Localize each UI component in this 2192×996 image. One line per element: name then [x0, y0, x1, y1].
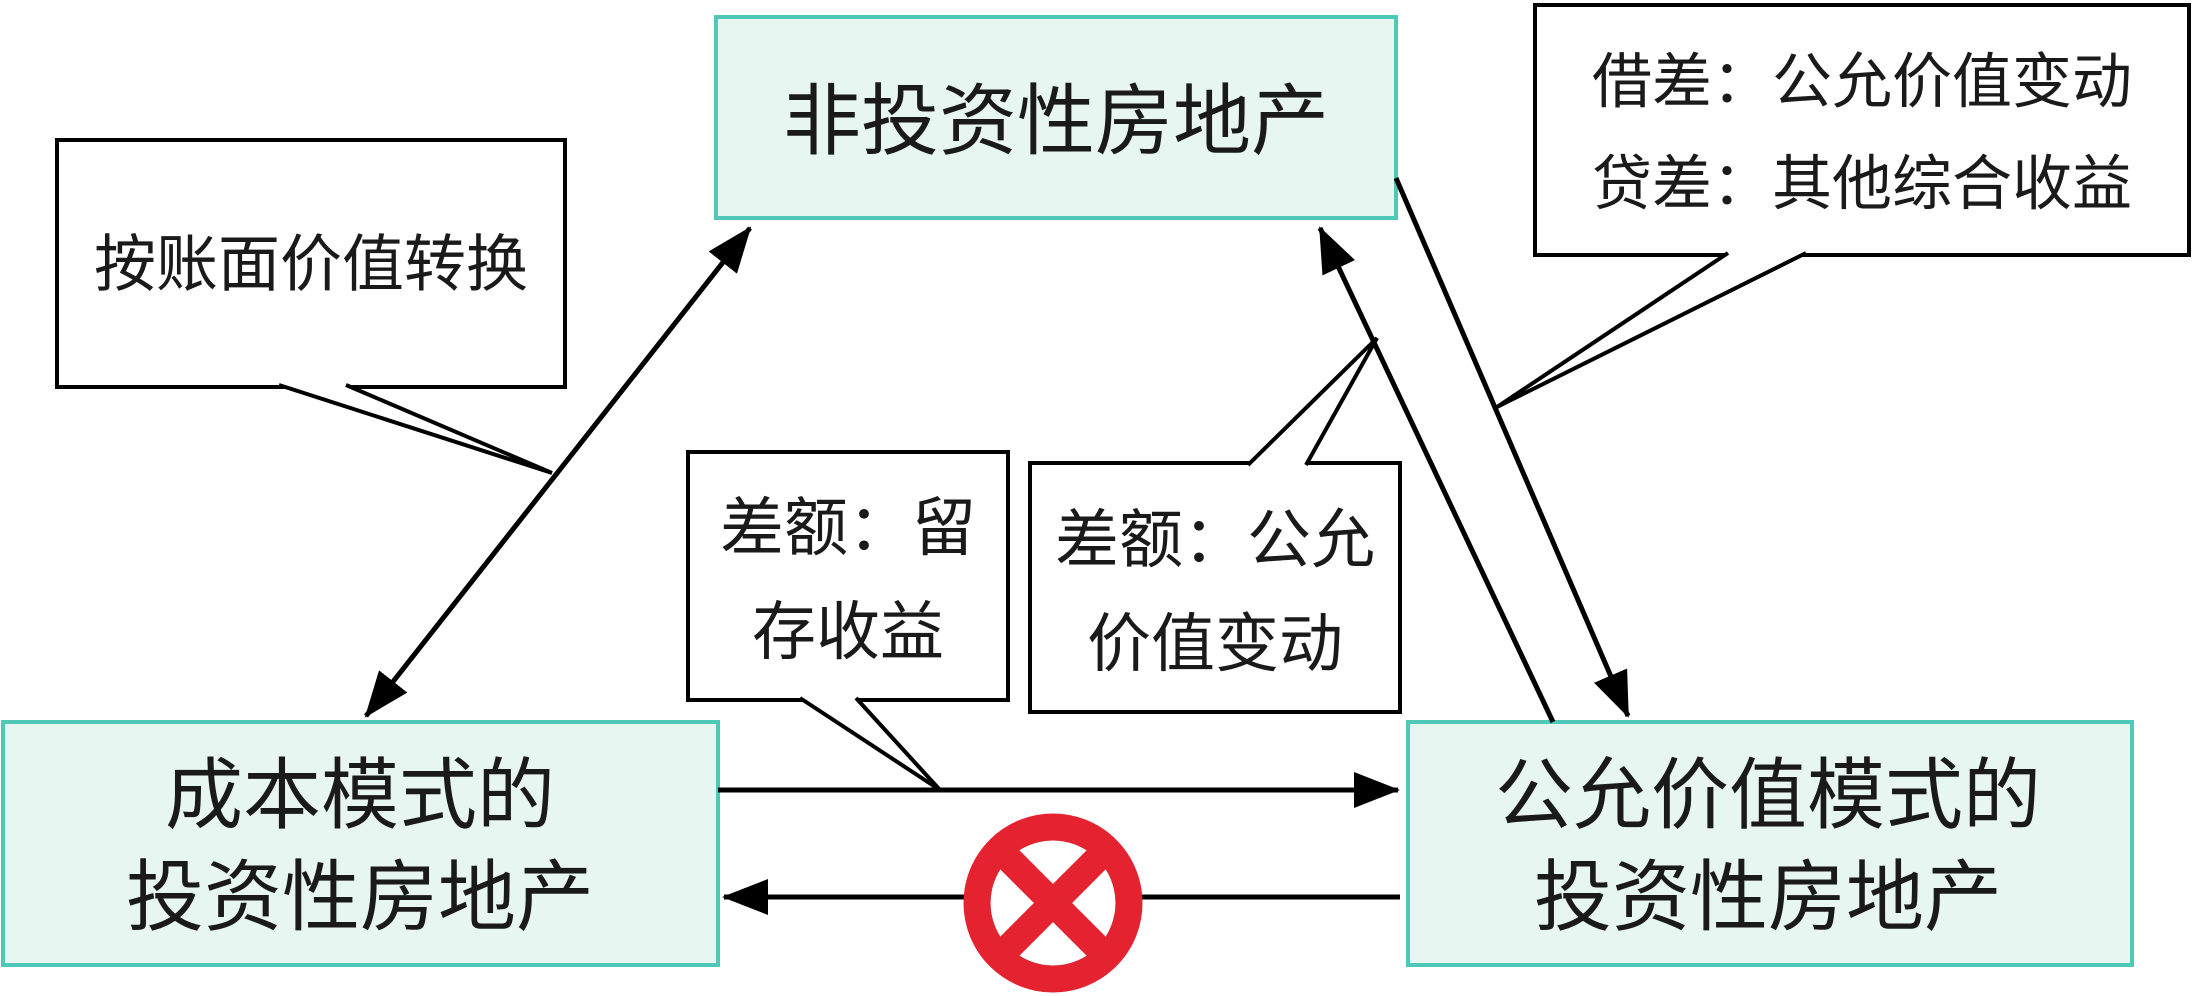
- label-credit-difference: 贷差：其他综合收益: [1592, 151, 2132, 218]
- label-non-investment-property: 非投资性房地产: [783, 77, 1329, 165]
- label-cost-model-line1: 成本模式的: [165, 751, 555, 839]
- label-fair-value-change-line1: 差额：公允: [1055, 504, 1375, 576]
- arrow-cost-model-to-non-investment-bidirectional: [364, 226, 752, 718]
- box-non-investment-property: [714, 15, 1398, 220]
- label-retained-earnings-line1: 差额：留: [720, 492, 976, 564]
- prohibition-red-ring: [963, 813, 1143, 993]
- callout-fair-value-change-difference-tail: [1246, 336, 1379, 467]
- box-fair-value-model-investment-property: [1406, 720, 2134, 967]
- arrow-non-investment-to-fair-value-down: [1393, 177, 1631, 718]
- label-fair-value-model-line2: 投资性房地产: [1534, 853, 2002, 941]
- callout-fair-value-change-difference: [1028, 461, 1402, 714]
- label-fair-value-model-line1: 公允价值模式的: [1495, 751, 2041, 839]
- label-cost-model-line2: 投资性房地产: [126, 853, 594, 941]
- label-book-value-transfer: 按账面价值转换: [94, 231, 528, 300]
- callout-retained-earnings-difference-tail: [798, 696, 942, 792]
- label-debit-difference: 借差：公允价值变动: [1592, 49, 2132, 116]
- callout-book-value-transfer-tail: [278, 383, 553, 475]
- prohibition-icon: [963, 813, 1143, 993]
- callout-debit-credit-difference: [1533, 3, 2191, 257]
- callout-retained-earnings-difference: [686, 450, 1010, 702]
- callout-debit-credit-difference-tail: [1495, 251, 1807, 409]
- label-fair-value-change-line2: 价值变动: [1087, 608, 1343, 680]
- label-retained-earnings-line2: 存收益: [752, 596, 944, 668]
- arrow-fair-value-to-non-investment-up: [1317, 226, 1556, 724]
- prohibition-cross-stroke-2: [988, 838, 1118, 968]
- box-cost-model-investment-property: [1, 720, 720, 967]
- callout-book-value-transfer: [55, 138, 567, 389]
